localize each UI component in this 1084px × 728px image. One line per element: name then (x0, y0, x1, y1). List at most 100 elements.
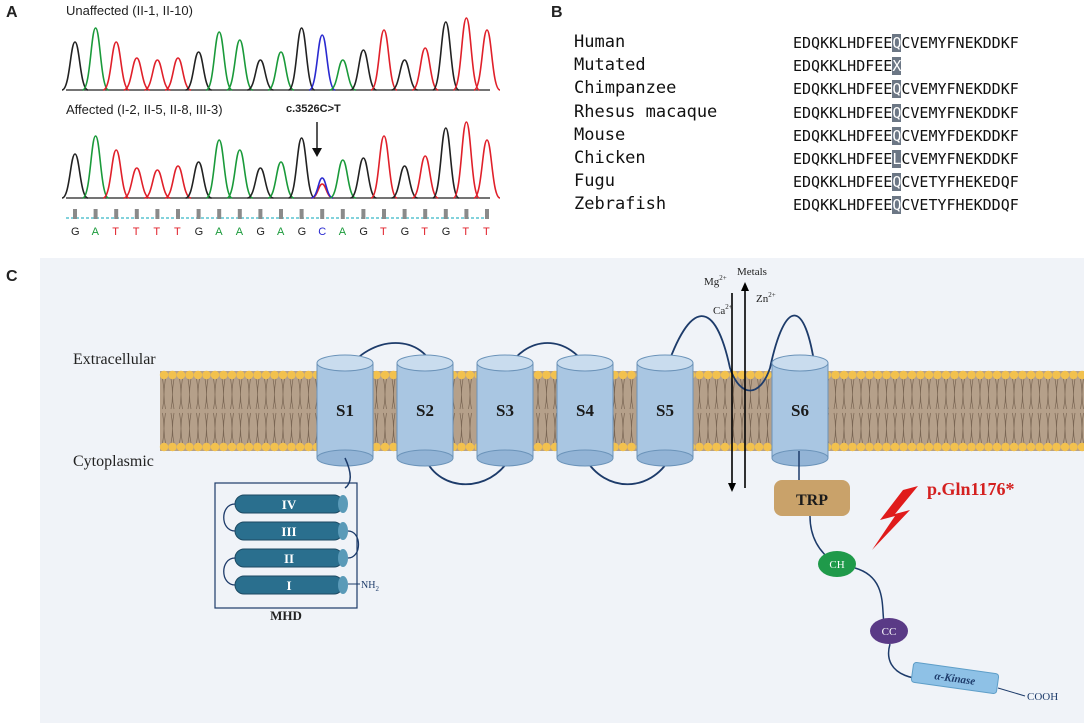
mhd-linker (344, 457, 351, 489)
cooh-line (997, 687, 1026, 697)
conserved-residue: Q (892, 126, 902, 145)
mhd-domain: II (234, 548, 348, 568)
segment-label: S2 (416, 401, 434, 420)
mutation-label-protein: p.Gln1176* (927, 479, 1015, 499)
protein-sequence: EDQKKLHDFEEQCVEMYFDEKDDKF (793, 126, 1019, 145)
base-call: T (462, 226, 470, 238)
segment-label: S6 (791, 401, 809, 420)
quality-bar (320, 209, 325, 219)
mhd-label: MHD (270, 608, 302, 623)
base-call: T (483, 226, 490, 238)
species-name: Mutated (574, 55, 646, 76)
conserved-residue: Q (892, 196, 902, 215)
cc-label: CC (882, 626, 897, 638)
base-call: A (338, 226, 347, 238)
quality-bar (443, 209, 448, 219)
nh2-label: NH2 (361, 580, 379, 593)
mhd-domain: III (234, 521, 348, 541)
ch-domain (818, 551, 856, 577)
segment-s5: S5 (636, 354, 694, 467)
segment-label: S5 (656, 401, 674, 420)
conserved-residue: Q (892, 80, 902, 99)
species-name: Fugu (574, 171, 615, 192)
transmembrane-segments: S1 S2 S3 S4 S5 S6 (316, 354, 829, 467)
conserved-residue: Q (892, 34, 902, 52)
quality-bar (279, 209, 283, 219)
protein-sequence: EDQKKLHDFEEQCVETYFHEKDDQF (793, 196, 1019, 215)
ch-cc-linker (854, 567, 886, 629)
zn-ion: Zn2+ (756, 291, 776, 305)
chromatogram-traces (61, 17, 501, 219)
protein-sequence: EDQKKLHDFEELCVEMYFNEKDDKF (793, 150, 1019, 168)
loop-s2-s3 (424, 457, 511, 486)
cc-domain (870, 618, 908, 644)
segment-s4: S4 (556, 354, 614, 467)
mhd-domain-label: II (284, 551, 294, 566)
quality-bar (217, 209, 222, 219)
species-name: Zebrafish (574, 194, 667, 215)
panel-c-letter: C (6, 268, 18, 285)
mhd-domain-label: III (281, 524, 296, 539)
quality-bar (176, 209, 180, 219)
cytoplasmic-label: Cytoplasmic (73, 453, 154, 470)
trp-label: TRP (796, 492, 828, 509)
affected-peaks (61, 121, 501, 199)
trpm7-topology-panel: S1 S2 S3 S4 S5 S6 Mg2+ Metals Ca2+ Zn2+ Extra… (40, 258, 1084, 723)
mhd-domain-label: IV (282, 497, 297, 512)
base-call: G (71, 226, 80, 238)
affected-label: Affected (I-2, II-5, II-8, III-3) (66, 102, 223, 117)
mhd-connector (223, 503, 236, 532)
base-call: A (215, 226, 223, 238)
conserved-residue: Q (892, 103, 902, 122)
mhd-box (214, 482, 358, 609)
ch-label: CH (829, 559, 844, 571)
species-name: Chicken (574, 148, 646, 168)
protein-sequence: EDQKKLHDFEEQCVEMYFNEKDDKF (793, 34, 1019, 52)
base-call: C (318, 226, 327, 238)
extracellular-label: Extracellular (73, 351, 156, 368)
quality-bar (114, 209, 119, 219)
species-name: Rhesus macaque (574, 101, 718, 122)
mhd-domain: I (234, 575, 348, 595)
protein-sequence: EDQKKLHDFEEQCVEMYFNEKDDKF (793, 103, 1019, 122)
mutation-label: c.3526C>T (286, 103, 341, 115)
quality-bar (402, 209, 407, 219)
ca-ion: Ca2+ (713, 303, 733, 317)
cooh-label: COOH (1027, 691, 1058, 703)
mhd-connector (347, 530, 360, 559)
base-call: G (359, 226, 368, 238)
segment-s6: S6 (771, 354, 829, 467)
conserved-residue: X (892, 57, 902, 76)
panel-b-letter: B (551, 4, 563, 21)
protein-sequence: EDQKKLHDFEEQCVETYFHEKEDQF (793, 173, 1019, 192)
quality-bar (196, 209, 201, 219)
mhd-domain-label: I (286, 578, 291, 593)
quality-bar (464, 209, 469, 219)
quality-bar (299, 209, 304, 219)
base-call: G (297, 226, 307, 238)
lipid-bilayer (159, 370, 1084, 452)
segment-label: S3 (496, 401, 514, 420)
pore-loop (664, 314, 816, 392)
base-call: T (153, 226, 161, 238)
species-name: Chimpanzee (574, 78, 677, 99)
segment-label: S4 (576, 401, 594, 420)
base-call: A (235, 226, 244, 238)
conserved-residue: L (892, 150, 902, 168)
base-call: G (194, 226, 204, 238)
segment-s1: S1 (316, 354, 374, 467)
metals-label: Metals (737, 266, 767, 278)
base-call: T (132, 226, 140, 238)
quality-bar (155, 209, 160, 219)
trp-domain (774, 480, 850, 516)
base-call: T (174, 226, 181, 238)
quality-bar (423, 209, 428, 219)
base-call: A (277, 226, 285, 238)
species-name: Human (574, 32, 626, 52)
base-call: T (380, 226, 387, 238)
quality-bar (134, 209, 139, 219)
mg-ion: Mg2+ (704, 274, 727, 288)
lipid-heads-bottom (159, 442, 1084, 452)
lightning-bolt-icon (872, 486, 918, 550)
